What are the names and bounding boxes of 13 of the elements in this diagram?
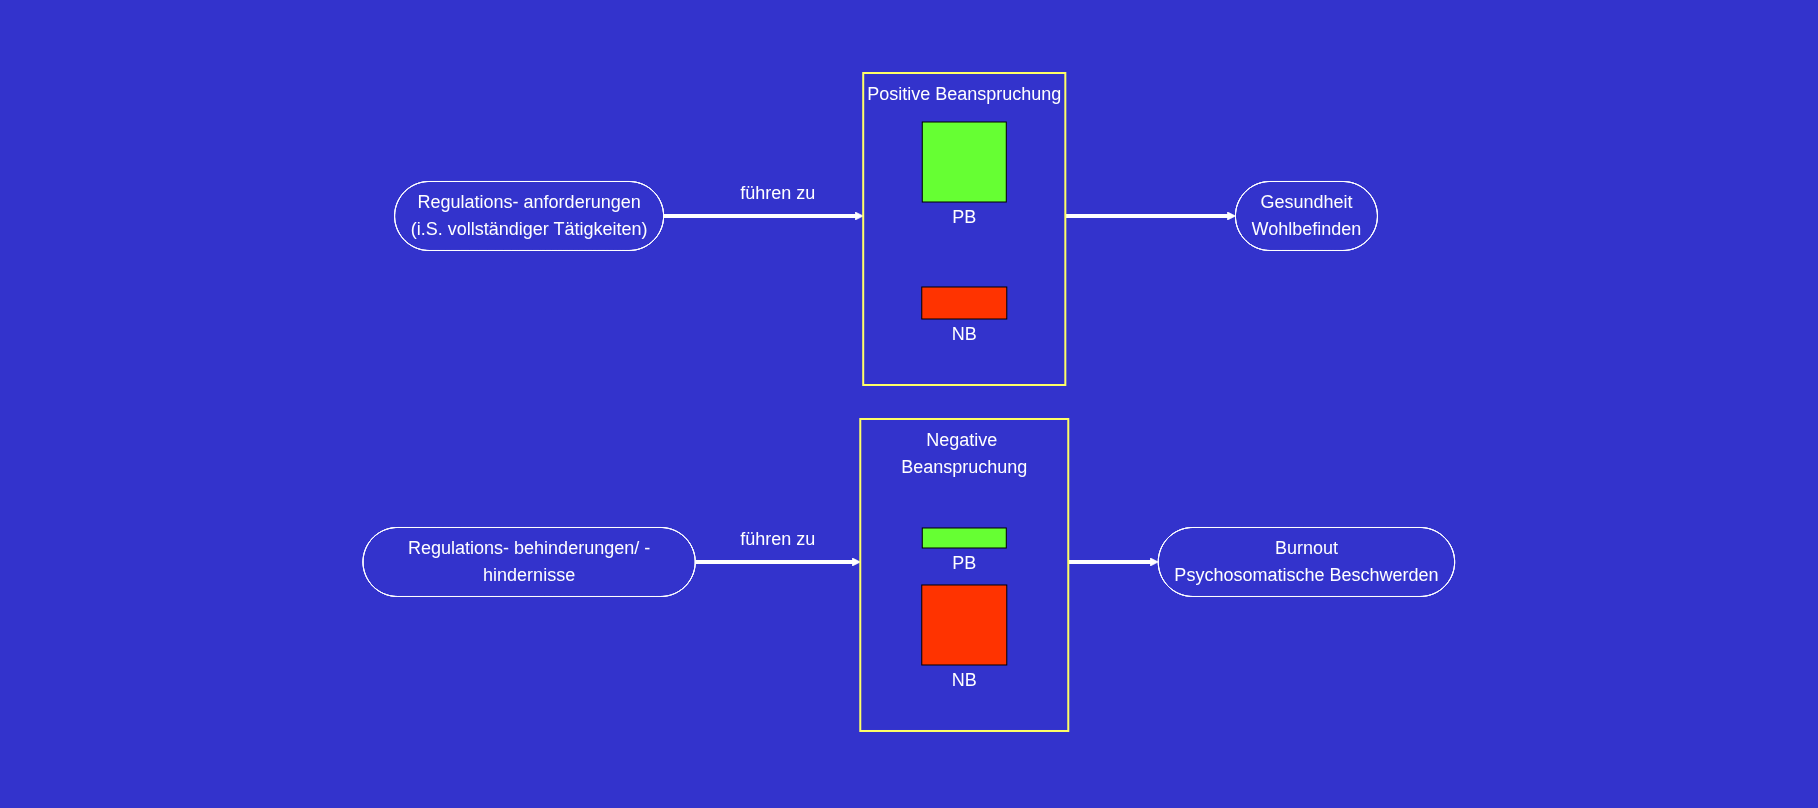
arrow	[695, 557, 861, 567]
edge-label: führen zu	[740, 529, 816, 550]
node-bar	[921, 286, 1008, 320]
node-label: PB	[952, 207, 977, 227]
node-bar	[921, 121, 1007, 203]
node-bar	[921, 584, 1008, 666]
node-label: PB	[952, 552, 977, 573]
node-label: NB	[951, 323, 977, 344]
node-bar	[921, 527, 1007, 549]
arrow	[1068, 557, 1159, 567]
arrow	[663, 211, 864, 221]
edge-label: führen zu	[740, 183, 816, 204]
node-label: NB	[951, 669, 977, 690]
